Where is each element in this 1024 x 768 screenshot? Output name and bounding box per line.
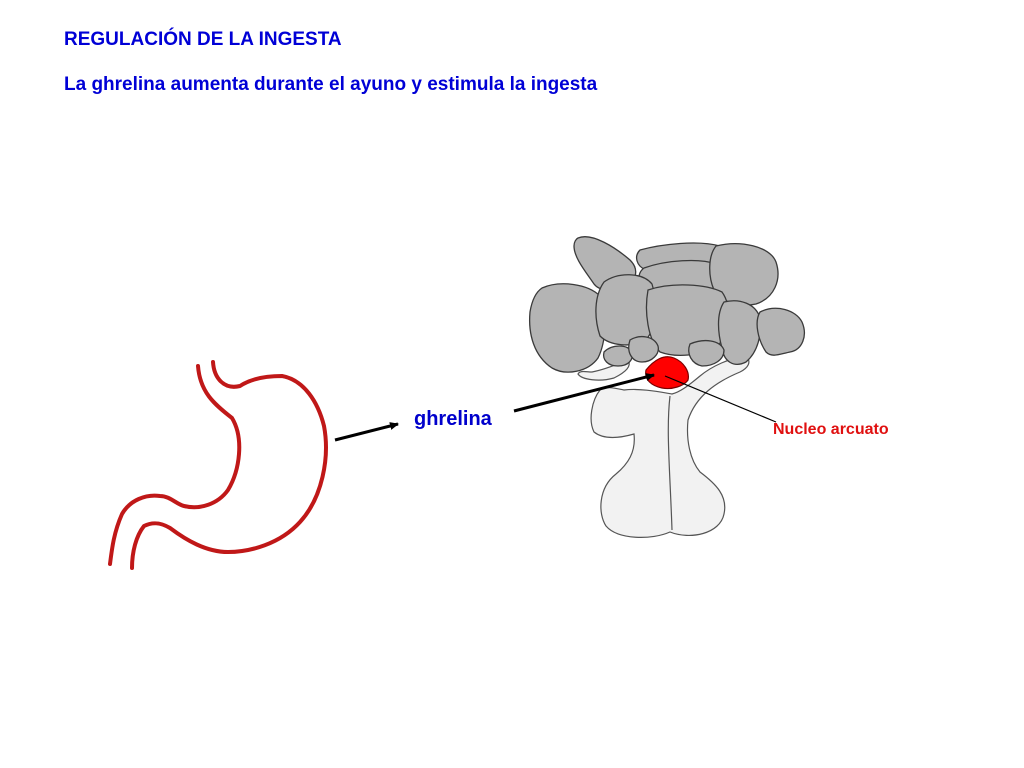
brain-lobe-far-right — [756, 307, 805, 356]
arcuate-nucleus-label: Nucleo arcuato — [773, 421, 889, 438]
ghrelina-label: ghrelina — [414, 408, 492, 430]
brain-lobe-small-center — [628, 335, 659, 363]
brain-lobe-left-large — [528, 283, 606, 373]
brain-illustration — [528, 236, 805, 373]
brainstem-shape — [590, 355, 750, 538]
brain-lobe-right-middle — [717, 300, 762, 365]
stomach-illustration — [108, 360, 328, 570]
stalk-divider-line — [667, 395, 673, 531]
brain-lobe-lower-right — [688, 339, 725, 367]
ghrelina-to-nucleus-arrow — [513, 373, 655, 413]
slide-subtitle: La ghrelina aumenta durante el ayuno y e… — [64, 74, 598, 95]
brain-lobe-right-large — [709, 243, 779, 306]
stomach-outer-wall — [108, 364, 242, 566]
slide-title: REGULACIÓN DE LA INGESTA — [64, 29, 342, 50]
stomach-to-ghrelina-arrow — [334, 422, 399, 442]
arcuate-nucleus-shape — [645, 356, 689, 390]
nucleus-label-leader-line — [664, 375, 777, 423]
brain-lobe-small-left — [602, 345, 634, 367]
stomach-inner-wall — [130, 360, 328, 570]
